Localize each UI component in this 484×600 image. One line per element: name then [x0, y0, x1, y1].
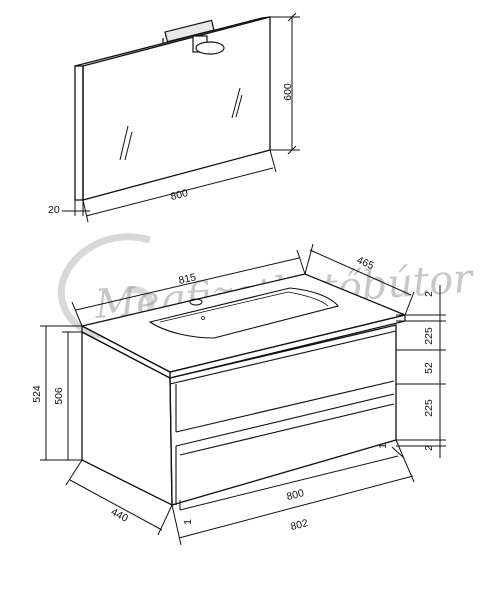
- stack-middle-gap-label: 52: [423, 362, 435, 374]
- drain-icon: [201, 316, 205, 320]
- mirror-glare: [119, 87, 243, 161]
- total-height-label: 524: [31, 385, 43, 403]
- top-width-label: 815: [177, 271, 197, 287]
- faucet-hole-icon: [189, 298, 203, 306]
- mirror-depth-label: 20: [48, 204, 60, 216]
- lamp-icon: [162, 19, 225, 55]
- stack-top-gap-label: 2: [423, 291, 435, 297]
- mirror: [62, 12, 300, 223]
- mirror-height-dim: [270, 12, 300, 155]
- stack-drawer-lower-label: 225: [423, 399, 435, 417]
- left-gap-label: 1: [182, 519, 194, 525]
- side-depth-label: 440: [109, 506, 130, 525]
- mirror-width-dim: [82, 149, 277, 223]
- right-gap-label: 1: [377, 443, 389, 449]
- basin: [148, 287, 339, 339]
- stack-bottom-gap-label: 2: [423, 445, 435, 451]
- mirror-back-face: [82, 16, 271, 201]
- body-height-label: 506: [53, 387, 65, 405]
- mirror-front-face: [74, 65, 84, 201]
- drawer-lower: [175, 393, 395, 505]
- watermark-swirl: [57, 233, 155, 339]
- cabinet: [80, 273, 408, 507]
- drawer-upper: [169, 330, 397, 433]
- front-width-label: 800: [285, 487, 305, 503]
- mirror-height-label: 600: [282, 83, 294, 101]
- mirror-depth-dim: [62, 200, 90, 216]
- mirror-width-label: 800: [169, 187, 189, 203]
- stack-drawer-upper-label: 225: [423, 327, 435, 345]
- cabinet-dimensions: [40, 243, 446, 546]
- overall-width-label: 802: [289, 517, 309, 533]
